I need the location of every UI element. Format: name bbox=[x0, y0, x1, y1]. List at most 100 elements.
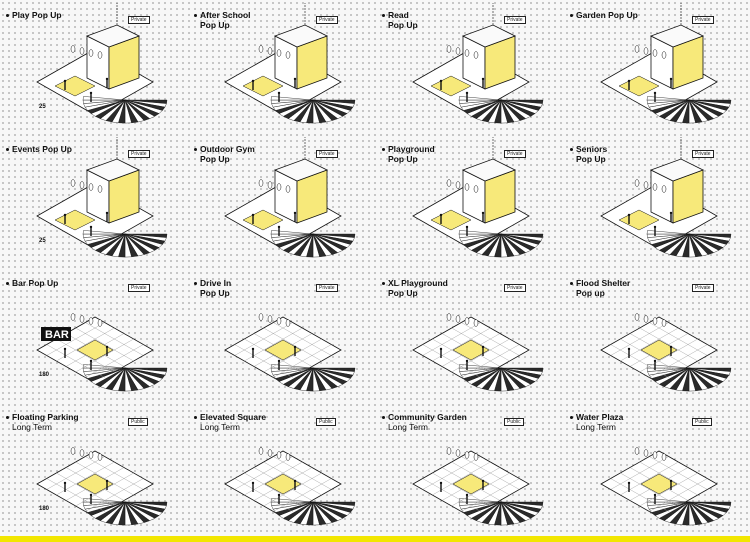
bullet-icon bbox=[570, 148, 573, 152]
panel-title-line: Garden Pop Up bbox=[576, 10, 638, 20]
sun-fan bbox=[646, 230, 732, 258]
privacy-tag: Private bbox=[504, 16, 526, 24]
privacy-tag: Private bbox=[692, 150, 714, 158]
tree-row bbox=[70, 45, 103, 59]
panel-title-line: Drive In bbox=[200, 278, 232, 288]
isometric-drawing bbox=[412, 447, 544, 526]
bullet-icon bbox=[570, 282, 573, 286]
yellow-area bbox=[452, 339, 490, 361]
panel-subtitle: Pop Up bbox=[200, 288, 230, 298]
panel-subtitle: Pop Up bbox=[388, 154, 418, 164]
dimension-label: 180 bbox=[39, 372, 50, 378]
sun-fan bbox=[458, 364, 544, 392]
bullet-icon bbox=[570, 14, 573, 18]
box-top bbox=[649, 158, 705, 182]
panel-title-line: Read bbox=[388, 10, 409, 20]
privacy-tag: Public bbox=[128, 418, 148, 426]
sun-fan bbox=[458, 230, 544, 258]
tree-row bbox=[634, 45, 667, 59]
sun-fan bbox=[82, 230, 168, 258]
yellow-area bbox=[76, 473, 114, 495]
sun-fan bbox=[646, 498, 732, 526]
bullet-icon bbox=[6, 148, 9, 152]
panel-title: Bar Pop Up bbox=[6, 278, 58, 288]
isometric-drawing bbox=[600, 313, 732, 392]
isometric-drawing: 25 bbox=[36, 3, 168, 124]
tree-row bbox=[258, 179, 291, 193]
panel-title-line: Water Plaza bbox=[576, 412, 624, 422]
panel-subtitle: Pop Up bbox=[388, 288, 418, 298]
sun-fan bbox=[270, 96, 356, 124]
isometric-drawing: 25 bbox=[36, 137, 168, 258]
panel-title-line: Outdoor Gym bbox=[200, 144, 255, 154]
tree-row bbox=[258, 45, 291, 59]
tree-row bbox=[70, 179, 103, 193]
privacy-tag: Private bbox=[128, 16, 150, 24]
box-top bbox=[85, 24, 141, 48]
privacy-tag: Private bbox=[128, 284, 150, 292]
privacy-tag: Private bbox=[504, 150, 526, 158]
box-top bbox=[273, 24, 329, 48]
plaza-pattern bbox=[610, 322, 708, 378]
privacy-tag: Private bbox=[316, 284, 338, 292]
people-figures bbox=[63, 345, 109, 370]
isometric-drawing bbox=[224, 313, 356, 392]
tree-row bbox=[446, 179, 479, 193]
bullet-icon bbox=[6, 282, 9, 286]
people-figures bbox=[439, 77, 485, 102]
isometric-drawing bbox=[412, 137, 544, 258]
sun-fan bbox=[646, 96, 732, 124]
privacy-tag: Private bbox=[316, 16, 338, 24]
box-top bbox=[85, 158, 141, 182]
isometric-drawing bbox=[600, 137, 732, 258]
tree-row bbox=[258, 447, 291, 461]
people-figures bbox=[627, 211, 673, 236]
plaza-pattern bbox=[234, 456, 332, 512]
yellow-area bbox=[76, 339, 114, 361]
bottom-yellow-bar bbox=[0, 536, 750, 542]
sun-fan bbox=[458, 498, 544, 526]
panel-subtitle: Pop Up bbox=[576, 154, 606, 164]
yellow-area bbox=[264, 473, 302, 495]
privacy-tag: Private bbox=[316, 150, 338, 158]
yellow-area bbox=[640, 339, 678, 361]
people-figures bbox=[63, 77, 109, 102]
tree-row bbox=[258, 313, 291, 327]
people-figures bbox=[627, 479, 673, 504]
tree-row bbox=[446, 45, 479, 59]
isometric-drawing bbox=[412, 313, 544, 392]
bullet-icon bbox=[194, 14, 197, 18]
bullet-icon bbox=[570, 416, 573, 420]
bullet-icon bbox=[194, 416, 197, 420]
panel-title-line: Seniors bbox=[576, 144, 608, 154]
dimension-label: 180 bbox=[39, 506, 50, 512]
panel-subtitle: Long Term bbox=[200, 422, 241, 432]
sun-fan bbox=[82, 96, 168, 124]
panel-title: Play Pop Up bbox=[6, 10, 62, 20]
bullet-icon bbox=[6, 416, 9, 420]
sun-fan bbox=[270, 364, 356, 392]
people-figures bbox=[627, 345, 673, 370]
panel-title: Garden Pop Up bbox=[570, 10, 638, 20]
privacy-tag: Private bbox=[692, 284, 714, 292]
people-figures bbox=[439, 479, 485, 504]
